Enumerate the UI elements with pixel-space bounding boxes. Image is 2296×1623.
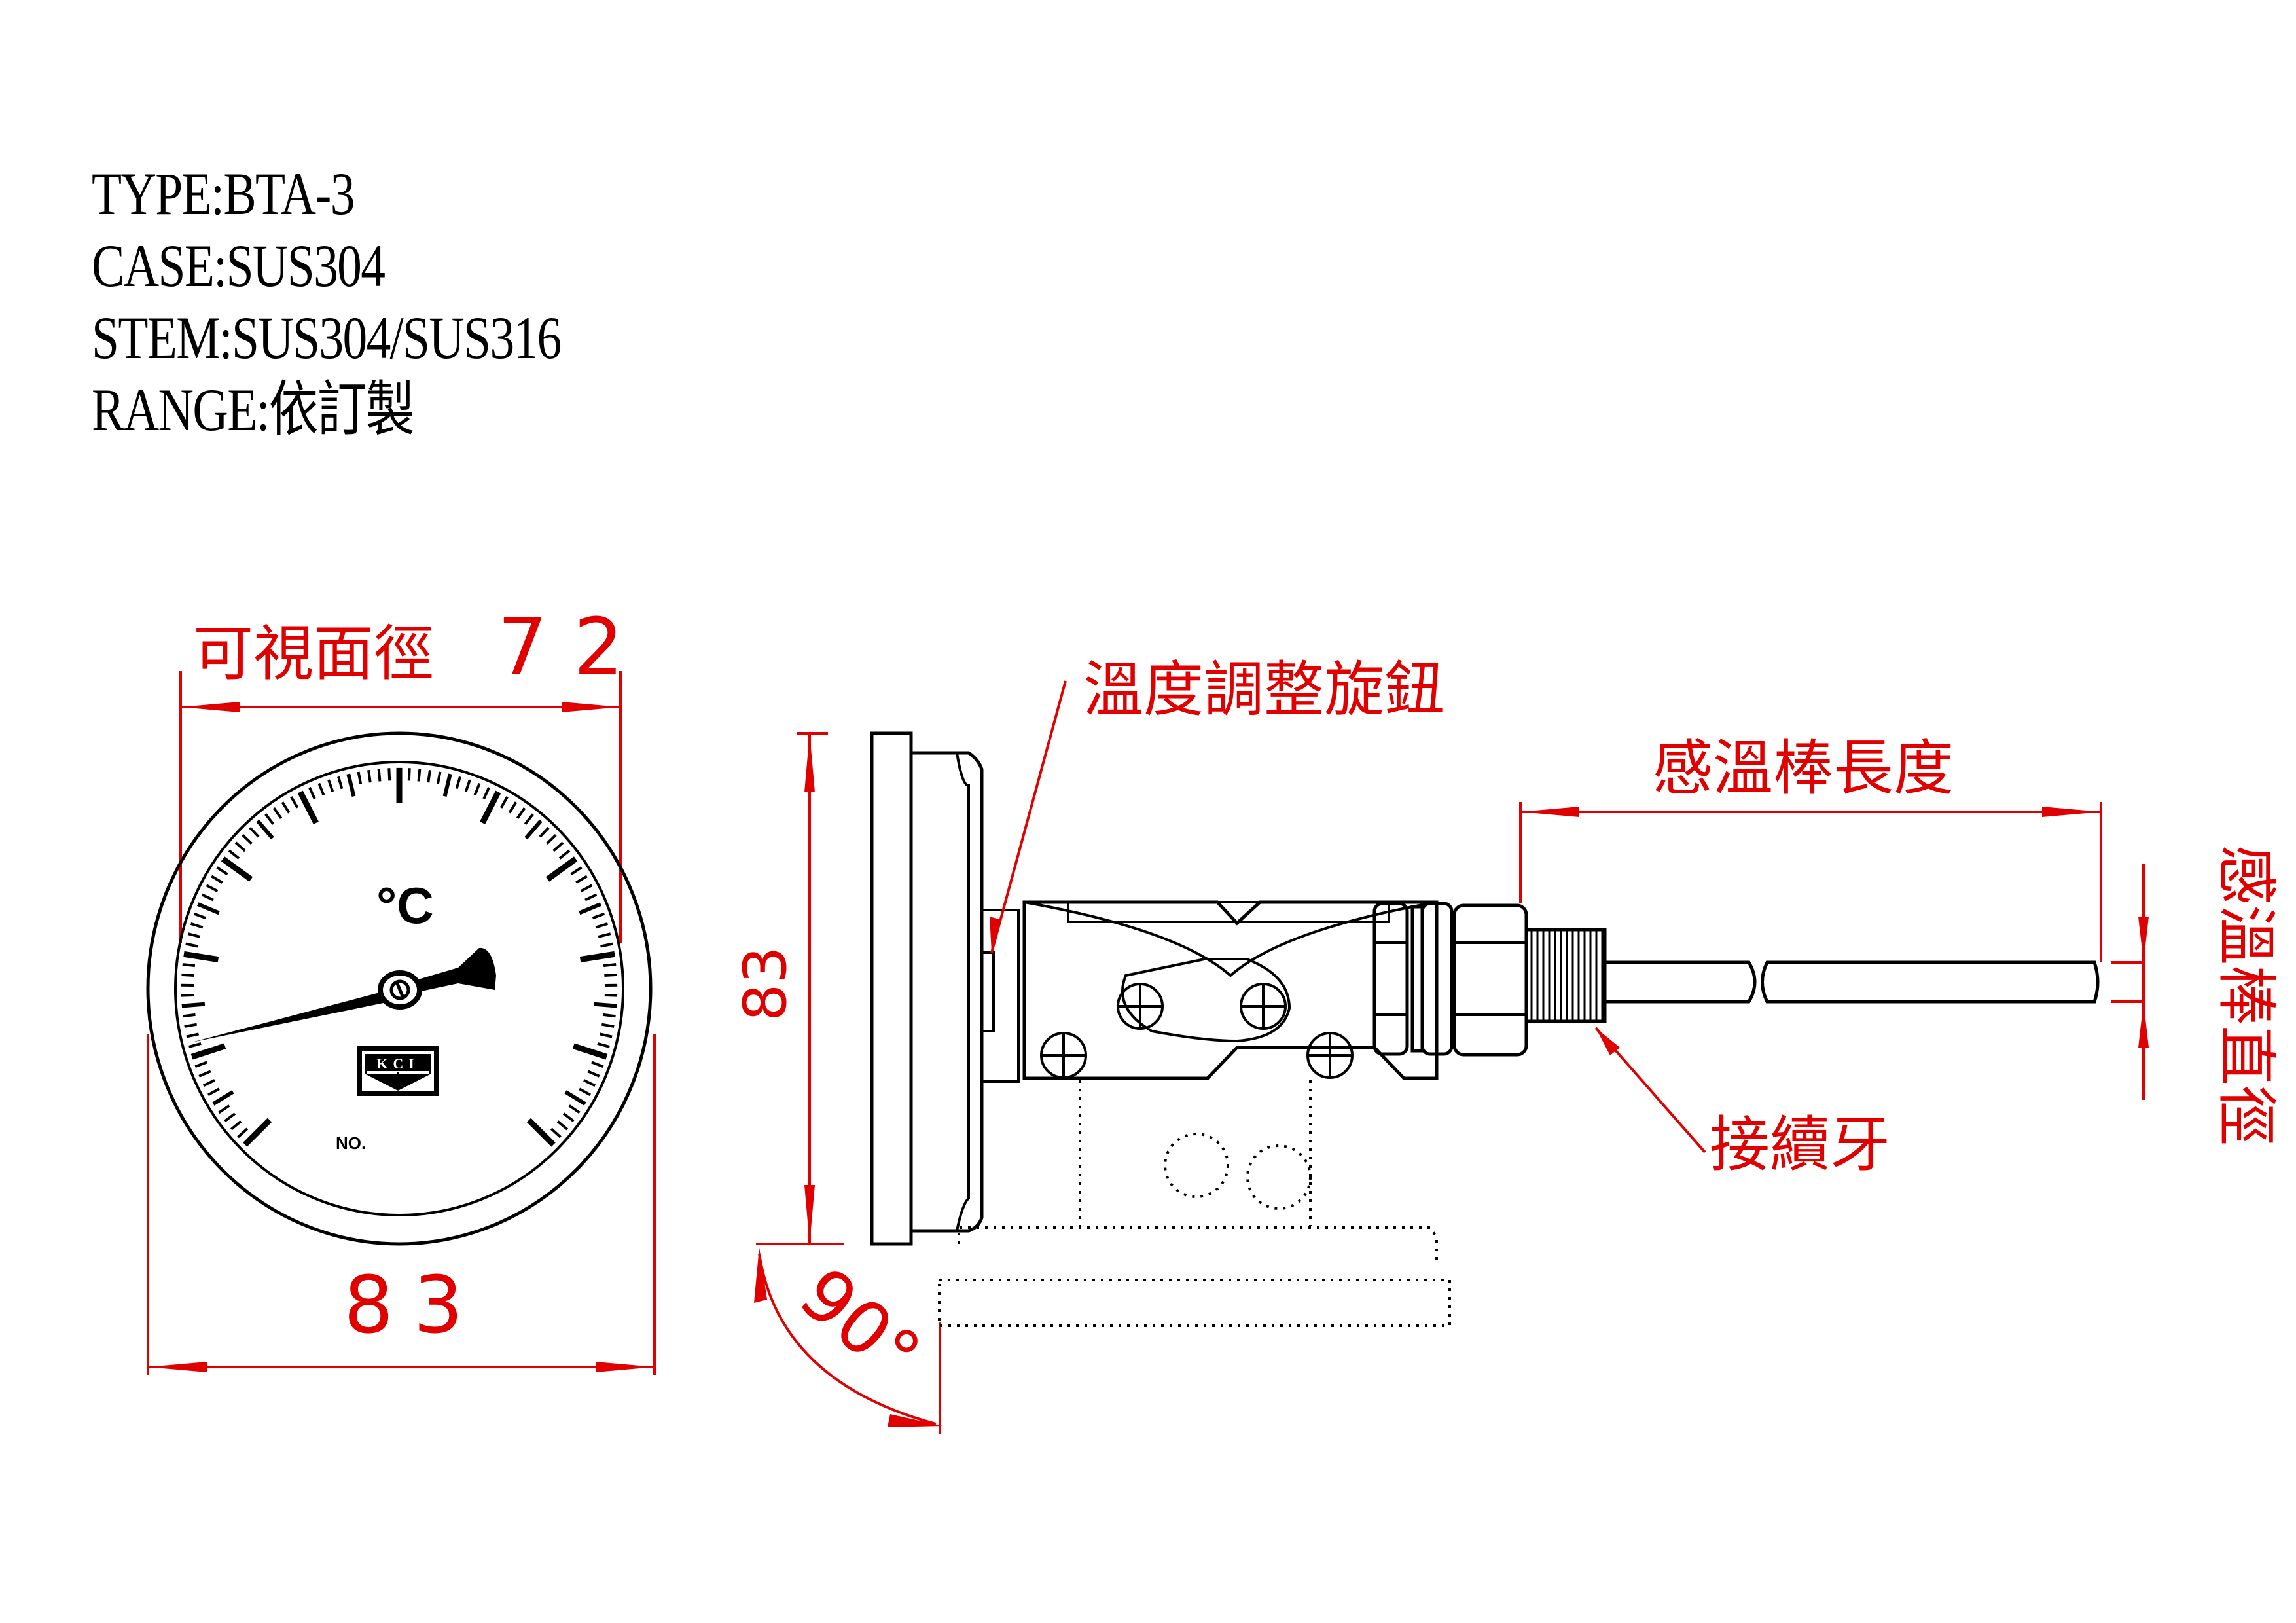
thread-callout: 接續牙 <box>1594 1027 1890 1180</box>
outer-diameter-dimension: 83 <box>147 1034 656 1375</box>
dial-ticks <box>181 767 618 1147</box>
spec-case: CASE:SUS304 <box>92 232 386 299</box>
height-dimension: 83 <box>731 732 844 1245</box>
spec-stem: STEM:SUS304/SUS316 <box>92 304 562 371</box>
hidden-bracket <box>938 1080 1451 1327</box>
visible-diameter-label: 可視面徑 <box>193 619 434 689</box>
spec-type: TYPE:BTA-3 <box>92 160 355 227</box>
hex-nuts <box>1372 902 1528 1057</box>
serial-label: NO. <box>336 1133 366 1153</box>
thread-label: 接續牙 <box>1710 1110 1890 1180</box>
adjust-knob <box>980 951 995 1032</box>
adjust-knob-label: 溫度調整旋鈕 <box>1083 655 1444 725</box>
adjust-knob-callout: 溫度調整旋鈕 <box>990 655 1444 953</box>
visible-diameter-value: 72 <box>497 602 650 693</box>
mount-body <box>1022 900 1439 1080</box>
stem-diameter-dimension: 感溫棒直徑 <box>2111 845 2281 1146</box>
gauge-flange <box>870 731 913 1246</box>
kci-logo: KCI <box>357 1046 439 1096</box>
outer-diameter-value: 83 <box>344 1260 483 1351</box>
gauge-dial <box>174 761 624 1216</box>
connection-thread <box>1524 928 1607 1023</box>
svg-text:KCI: KCI <box>376 1055 420 1072</box>
sensing-stem <box>1605 960 2100 1004</box>
gauge-side-view: 83 90° <box>731 655 2281 1434</box>
visible-diameter-dimension: 可視面徑 72 <box>179 602 650 943</box>
mount-screws <box>1040 958 1354 1079</box>
unit-symbol: °C <box>376 877 434 934</box>
stem-diameter-label: 感溫棒直徑 <box>2211 845 2281 1146</box>
angle-value: 90° <box>784 1252 936 1398</box>
spec-range: RANGE:依訂製 <box>92 376 415 443</box>
height-value: 83 <box>731 946 800 1021</box>
gauge-pointer <box>192 947 496 1042</box>
angle-dimension: 90° <box>754 1247 942 1434</box>
stem-length-dimension: 感溫棒長度 <box>1519 733 2102 962</box>
gauge-front-view: 可視面徑 72 °C KCI <box>146 602 656 1375</box>
gauge-bezel <box>146 731 653 1246</box>
stem-length-label: 感溫棒長度 <box>1653 733 1954 803</box>
